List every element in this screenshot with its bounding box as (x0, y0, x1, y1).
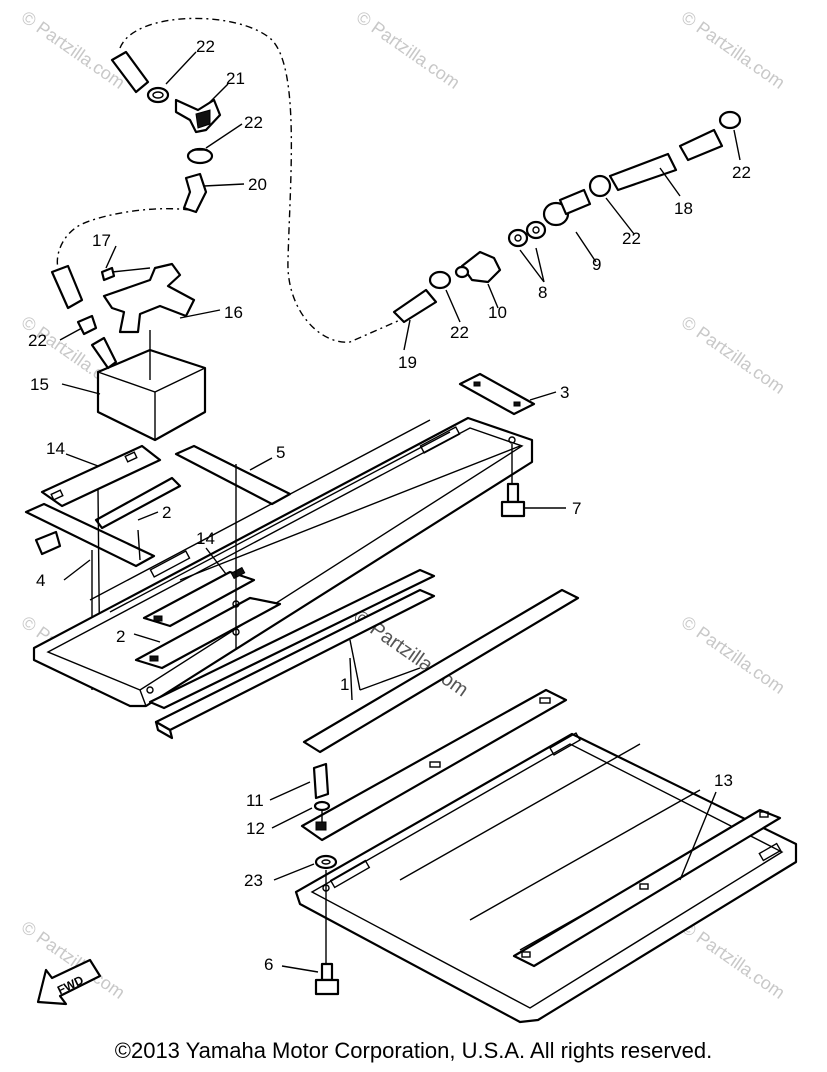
callout-16: 16 (224, 303, 243, 322)
hose-top (110, 50, 150, 94)
callout-11: 11 (246, 791, 264, 810)
callout-9: 9 (592, 255, 601, 274)
clamp-22f (718, 110, 742, 130)
leader-line-1 (349, 639, 421, 701)
seat-frame-lower (294, 732, 798, 1024)
stud-11 (312, 762, 330, 800)
hose-left (50, 264, 84, 310)
washers-8 (507, 220, 547, 248)
callout-22: 22 (244, 113, 263, 132)
hole (232, 628, 240, 636)
strip-13 (512, 808, 782, 968)
strip-2b (134, 596, 282, 670)
bolt-6 (314, 962, 340, 996)
parts-diagram: © Partzilla.com © Partzilla.com © Partzi… (18, 7, 798, 1024)
callout-18: 18 (674, 199, 693, 218)
callout-22: 22 (732, 163, 751, 182)
watermark: © Partzilla.com (678, 612, 789, 698)
nut (315, 821, 327, 831)
watermark: © Partzilla.com (678, 7, 789, 93)
callout-21: 21 (226, 69, 245, 88)
fwd-arrow-icon: FWD (36, 958, 102, 1006)
washer-12 (313, 800, 331, 812)
callout-14: 14 (196, 529, 215, 548)
watermark: © Partzilla.com (678, 312, 789, 398)
callout-22: 22 (196, 37, 215, 56)
callout-13: 13 (714, 771, 733, 790)
callout-22: 22 (28, 331, 47, 350)
clamp-22b (186, 147, 214, 165)
callout-8: 8 (538, 283, 547, 302)
hose-routing-line-lower (56, 207, 191, 269)
watermark: © Partzilla.com (353, 7, 464, 93)
callout-15: 15 (30, 375, 49, 394)
screw-17 (100, 266, 151, 282)
callout-5: 5 (276, 443, 285, 462)
callout-14: 14 (46, 439, 65, 458)
elbow-fitting-21 (174, 98, 222, 134)
pad-14b (142, 566, 256, 628)
strip-1a (148, 568, 436, 710)
callout-22: 22 (450, 323, 469, 342)
leader-line-13 (679, 791, 717, 881)
washer-23 (314, 854, 338, 870)
callout-4: 4 (36, 571, 45, 590)
callout-6: 6 (264, 955, 273, 974)
bracket-16 (102, 262, 196, 334)
watermark: © Partzilla.com (678, 917, 789, 1003)
clamp-22e (588, 174, 612, 198)
hose-20 (182, 172, 208, 214)
callout-20: 20 (248, 175, 267, 194)
callout-7: 7 (572, 499, 581, 518)
strip-1b (154, 588, 436, 740)
callout-1: 1 (340, 675, 349, 694)
plate-3 (458, 372, 536, 416)
valve-10 (454, 250, 502, 284)
copyright-notice: ©2013 Yamaha Motor Corporation, U.S.A. A… (114, 1038, 713, 1063)
callout-3: 3 (560, 383, 569, 402)
callout-22: 22 (622, 229, 641, 248)
callout-labels: 22 21 22 20 17 16 22 15 14 5 2 4 14 2 3 … (28, 37, 751, 974)
hose-18 (608, 128, 724, 192)
pad-5 (174, 444, 292, 506)
clamp-22d (428, 270, 452, 290)
callout-leaders (59, 51, 741, 973)
callout-2: 2 (162, 503, 171, 522)
clamp-22c (76, 314, 98, 336)
pad-14a (40, 444, 162, 508)
strip-2a (94, 476, 182, 530)
pad-4 (24, 502, 156, 568)
box-15 (90, 330, 207, 442)
clamp-22a (146, 86, 170, 104)
watermark: © Partzilla.com (18, 7, 129, 93)
hose-routing-line (119, 17, 401, 343)
fitting-9 (542, 188, 592, 227)
strip-slotted (300, 688, 568, 842)
callout-19: 19 (398, 353, 417, 372)
callout-10: 10 (488, 303, 507, 322)
hose-19 (392, 288, 438, 324)
bolt-7 (500, 444, 526, 518)
callout-2: 2 (116, 627, 125, 646)
callout-17: 17 (92, 231, 111, 250)
strip-1c (302, 588, 580, 754)
callout-23: 23 (244, 871, 263, 890)
hole (232, 600, 240, 608)
callout-12: 12 (246, 819, 265, 838)
